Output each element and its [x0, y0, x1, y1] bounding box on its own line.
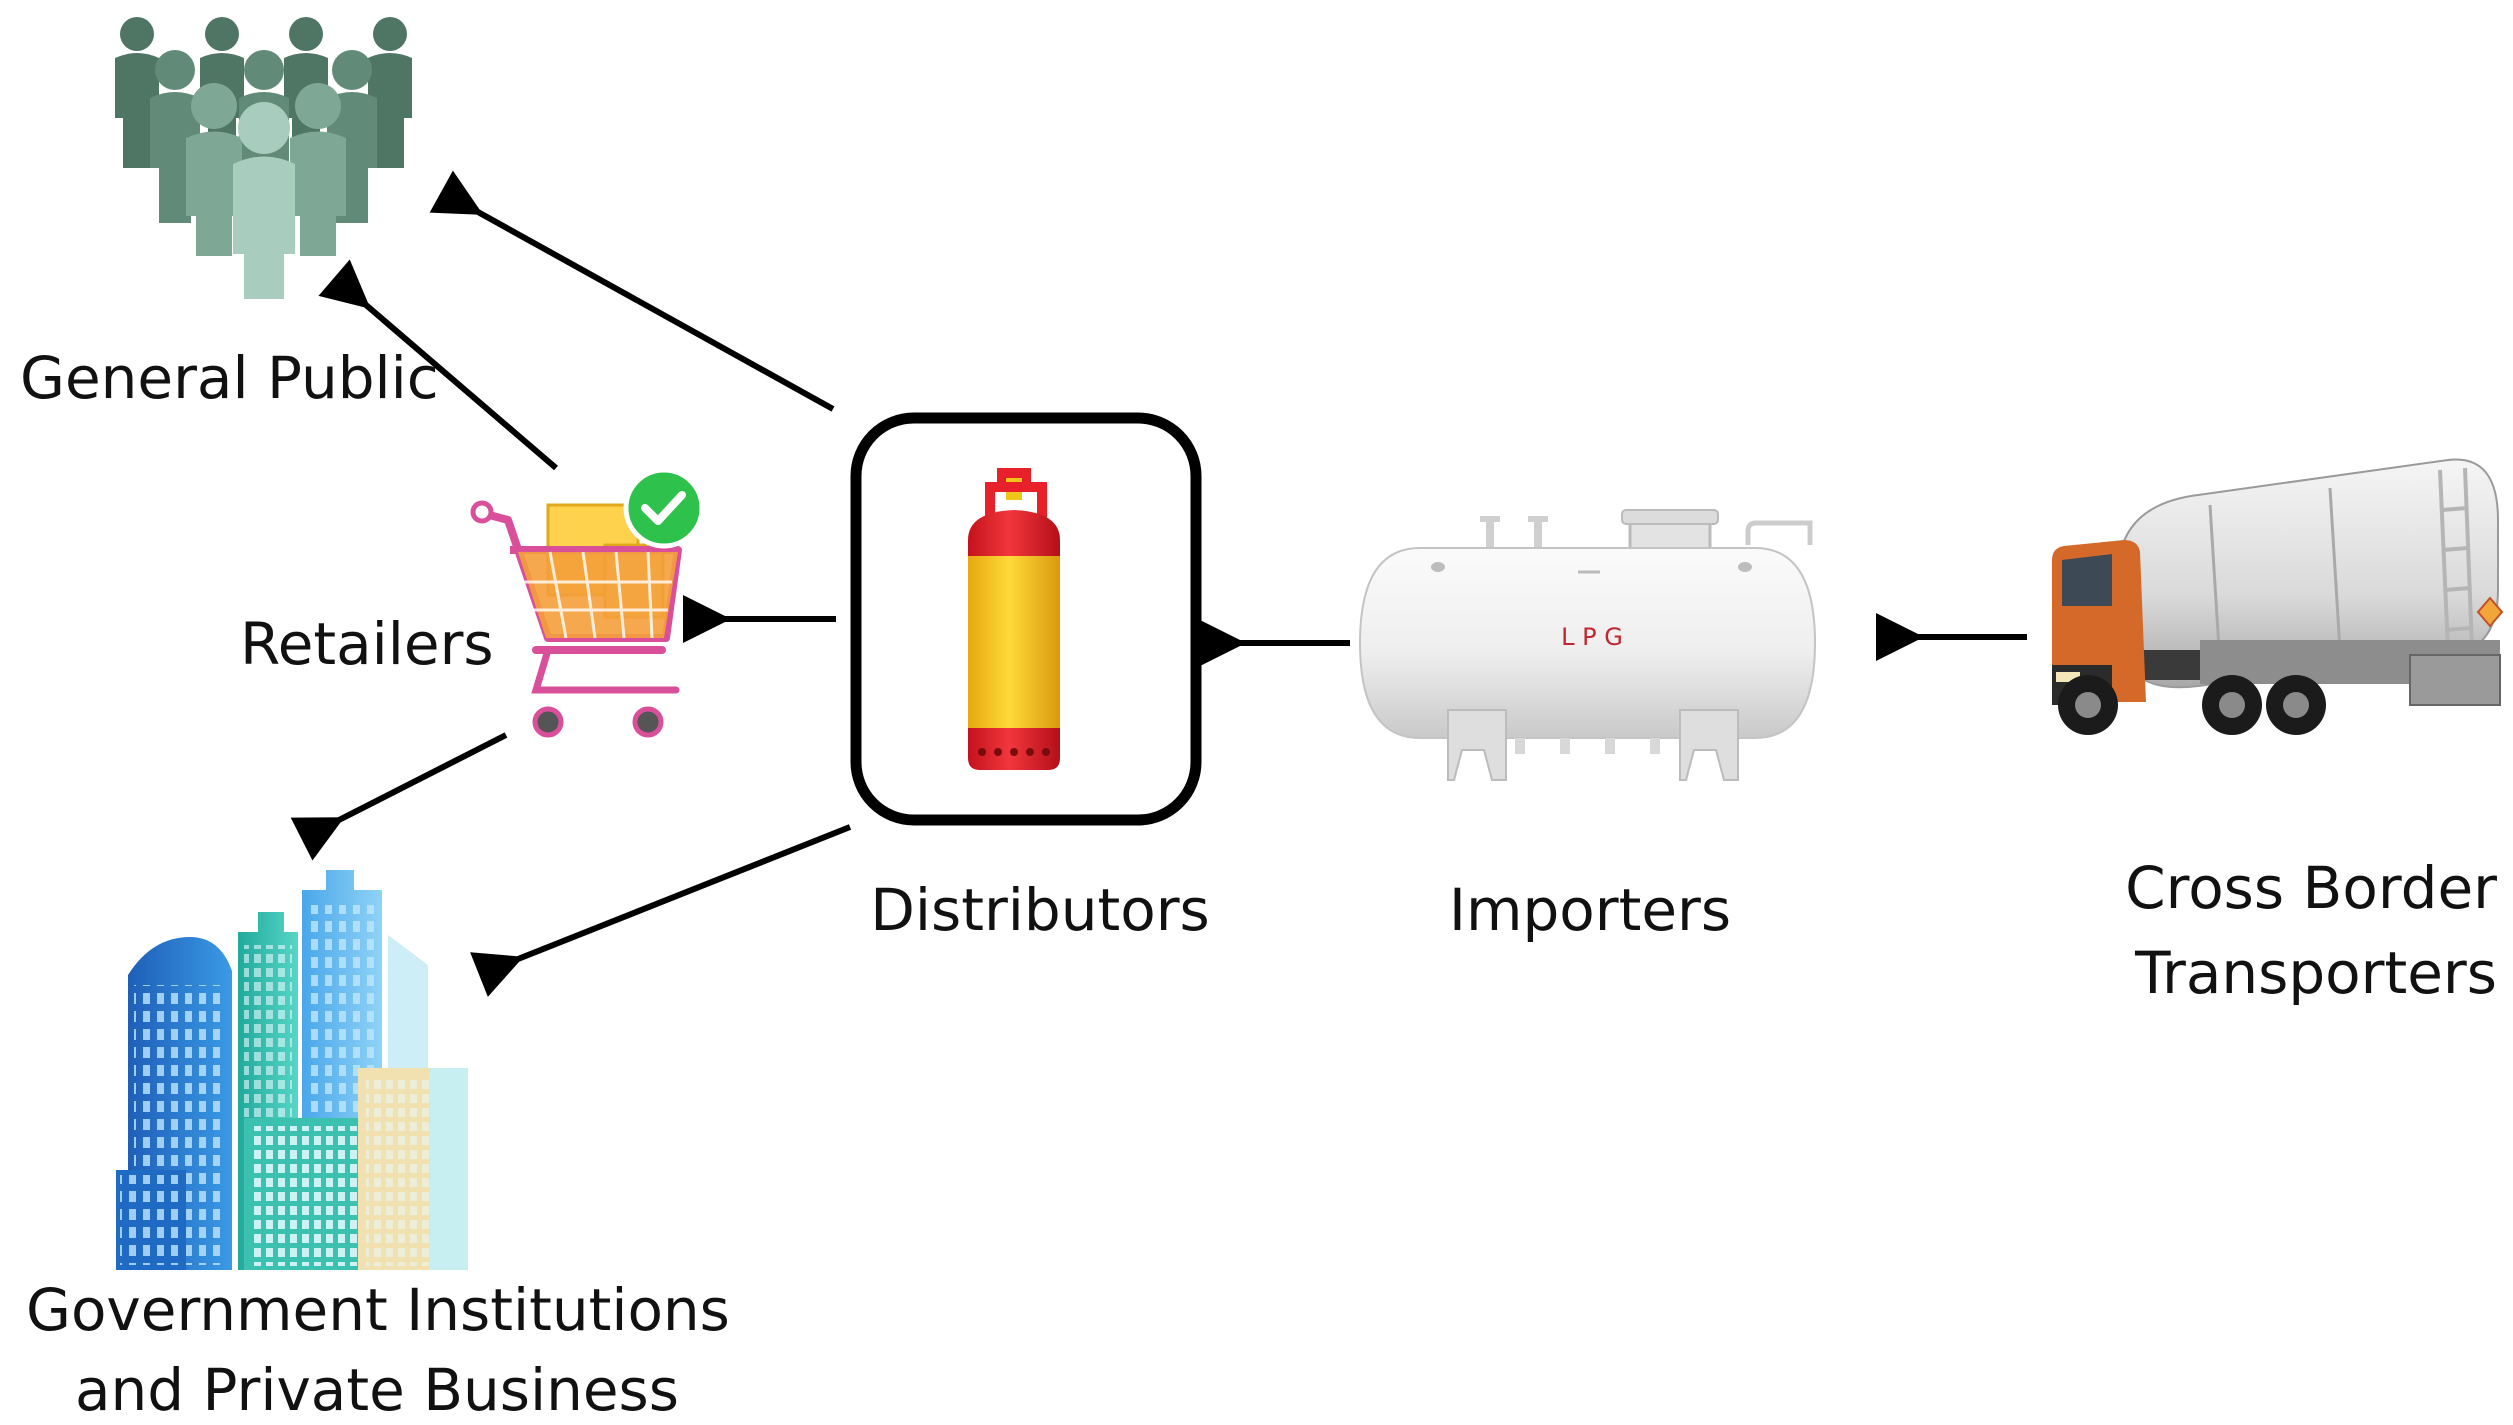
arrow-retailers-to-general-public: [318, 259, 558, 471]
arrow-retailers-to-government: [290, 732, 508, 861]
transporters-label-line2: Transporters: [2134, 939, 2497, 1007]
arrow-distributors-to-general-public: [429, 170, 835, 412]
government-label-line1: Government Institutions: [26, 1276, 730, 1344]
lpg-tank-text: L P G: [1561, 623, 1623, 651]
gas-cylinder-icon: [968, 468, 1060, 770]
distributors-label: Distributors: [870, 876, 1210, 944]
check-badge-icon: [623, 467, 705, 549]
shopping-cart-icon: [470, 467, 705, 738]
general-public-label: General Public: [20, 344, 439, 412]
tanker-truck-icon: [2052, 458, 2504, 735]
lpg-tank-icon: L P G: [1358, 509, 1817, 781]
people-group-icon: [115, 17, 412, 299]
city-buildings-icon: [116, 870, 468, 1270]
transporters-label-line1: Cross Border: [2125, 854, 2497, 922]
arrow-distributors-to-government: [470, 824, 852, 997]
importers-label: Importers: [1449, 876, 1731, 944]
government-label-line2: and Private Business: [75, 1356, 679, 1424]
retailers-label: Retailers: [240, 610, 494, 678]
arrows-group: [290, 170, 2027, 997]
